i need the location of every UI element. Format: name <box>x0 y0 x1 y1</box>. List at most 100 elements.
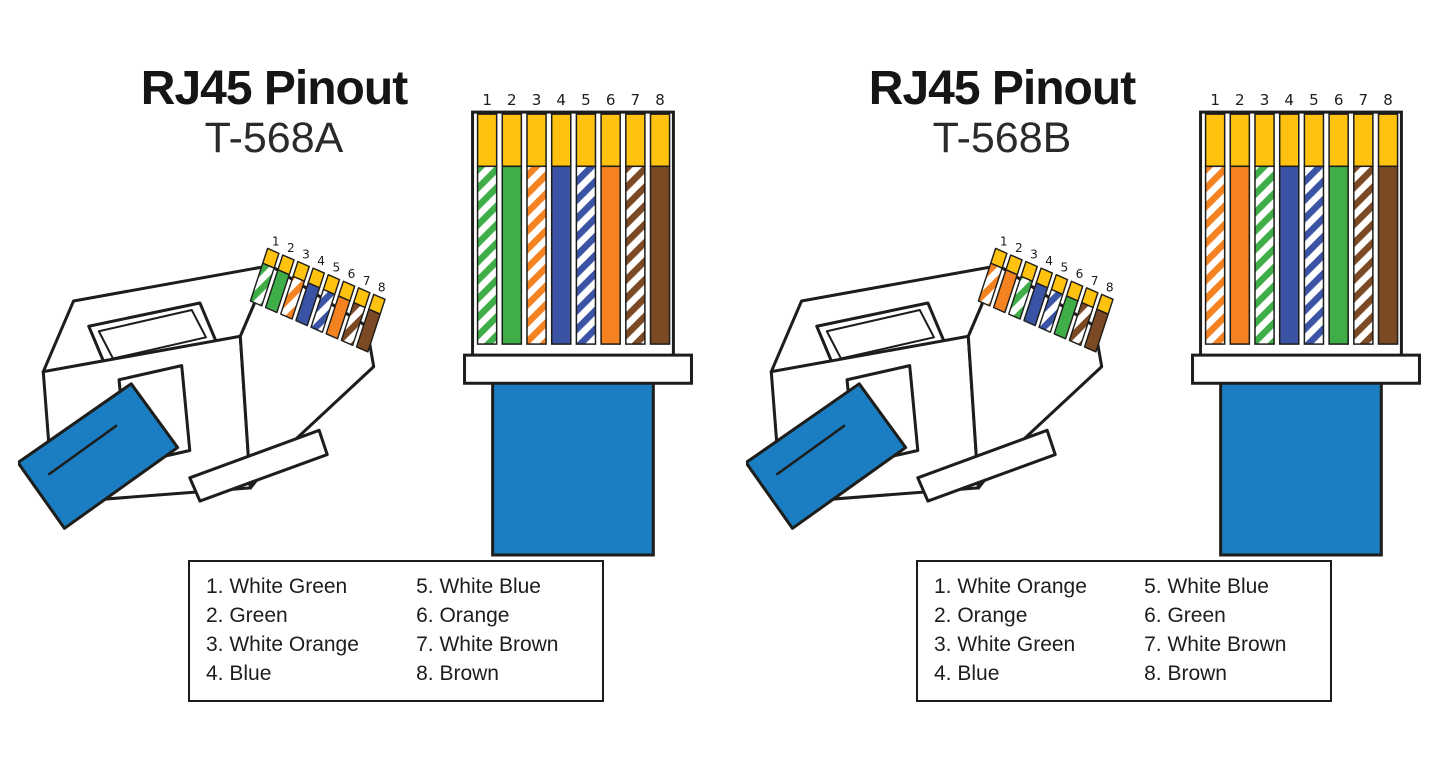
front-wire-7 <box>625 165 646 345</box>
wire-stub-contact-6 <box>1065 280 1084 302</box>
pin-contact-6 <box>1328 113 1349 168</box>
legend-item: 7. White Brown <box>416 633 559 656</box>
fan-pin-number-label: 6 <box>1076 267 1084 281</box>
fan-pin-number-label: 5 <box>332 261 340 275</box>
wire-stub-contact-5 <box>1050 273 1069 296</box>
fan-pin-number-label: 8 <box>1106 280 1114 294</box>
pin-number-label: 1 <box>482 91 492 109</box>
wire-stub-contact-2 <box>1005 254 1023 276</box>
fan-pin-number-label: 4 <box>317 254 325 268</box>
wire-stub-contact-4 <box>1035 267 1054 289</box>
diagram-subtitle: T-568A <box>204 114 344 163</box>
wire-stub-contact-8 <box>368 293 386 315</box>
pin-contact-3 <box>526 113 547 168</box>
legend-item: 1. White Orange <box>934 575 1087 598</box>
pin-number-label: 5 <box>581 91 591 109</box>
front-wire-4 <box>550 165 572 345</box>
pin-contact-5 <box>575 113 597 168</box>
wire-stub-contact-3 <box>292 260 310 282</box>
pin-contact-7 <box>625 113 646 168</box>
diagram-title: RJ45 Pinout <box>140 62 408 115</box>
legend-column-2: 5. White Blue 6. Orange 7. White Brown 8. B… <box>416 572 588 688</box>
pin-contact-2 <box>1229 113 1251 168</box>
legend-item: 3. White Orange <box>206 633 359 656</box>
title-block: RJ45 Pinout T-568A <box>62 62 486 163</box>
front-wire-2 <box>501 165 523 345</box>
front-wire-8 <box>1377 165 1399 345</box>
diagram-subtitle: T-568B <box>932 114 1072 163</box>
pin-number-label: 2 <box>1235 91 1245 109</box>
pin-contact-1 <box>1204 113 1226 168</box>
pin-number-label: 7 <box>1359 91 1369 109</box>
legend-item: 8. Brown <box>1144 662 1227 685</box>
cable-3d <box>746 382 908 530</box>
pin-contact-8 <box>1377 113 1399 168</box>
plug-latch-fin <box>188 428 329 503</box>
cable-front <box>491 355 655 557</box>
front-wire-6 <box>1328 165 1349 345</box>
legend-item: 7. White Brown <box>1144 633 1287 656</box>
fan-pin-number-label: 7 <box>1091 274 1099 288</box>
fan-pin-number-label: 2 <box>287 241 295 255</box>
fan-pin-number-label: 7 <box>363 274 371 288</box>
wire-stub-contact-1 <box>990 247 1008 269</box>
front-wire-3 <box>526 165 547 345</box>
fan-pin-number-label: 5 <box>1060 261 1068 275</box>
front-wire-1 <box>476 165 498 345</box>
pin-contact-3 <box>1254 113 1275 168</box>
pin-contact-2 <box>501 113 523 168</box>
pin-number-label: 4 <box>1284 91 1294 109</box>
cable-3d <box>18 382 180 530</box>
front-wire-7 <box>1353 165 1374 345</box>
legend-item: 1. White Green <box>206 575 348 598</box>
cable-highlight-line <box>775 424 846 476</box>
pin-number-label: 5 <box>1309 91 1319 109</box>
legend-item: 6. Orange <box>416 604 510 627</box>
pin-number-label: 7 <box>631 91 641 109</box>
wire-stub-contact-7 <box>1081 287 1099 309</box>
front-wire-6 <box>600 165 621 345</box>
fan-pin-number-label: 1 <box>272 234 280 248</box>
legend-item: 3. White Green <box>934 633 1076 656</box>
wire-stub-contact-7 <box>353 287 371 309</box>
wire-stub-contact-1 <box>262 247 280 269</box>
plug-latch-fin <box>916 428 1057 503</box>
pin-number-label: 2 <box>507 91 517 109</box>
pin-contact-1 <box>476 113 498 168</box>
legend-item: 4. Blue <box>934 662 1000 685</box>
front-wire-2 <box>1229 165 1251 345</box>
pin-contact-5 <box>1303 113 1325 168</box>
front-wire-5 <box>1303 165 1325 345</box>
pin-contact-6 <box>600 113 621 168</box>
fan-pin-number-label: 6 <box>348 267 356 281</box>
legend-item: 5. White Blue <box>416 575 541 598</box>
pin-number-label: 6 <box>1334 91 1344 109</box>
plug-latch-window-inner <box>97 309 207 360</box>
legend-item: 8. Brown <box>416 662 499 685</box>
pin-contact-8 <box>649 113 671 168</box>
wire-stub-contact-5 <box>322 273 341 296</box>
legend-item: 5. White Blue <box>1144 575 1269 598</box>
pin-number-label: 1 <box>1210 91 1220 109</box>
fan-pin-number-label: 2 <box>1015 241 1023 255</box>
fan-pin-number-label: 3 <box>1030 248 1038 262</box>
front-wire-3 <box>1254 165 1275 345</box>
wire-stub-contact-6 <box>337 280 356 302</box>
pin-contact-4 <box>550 113 572 168</box>
